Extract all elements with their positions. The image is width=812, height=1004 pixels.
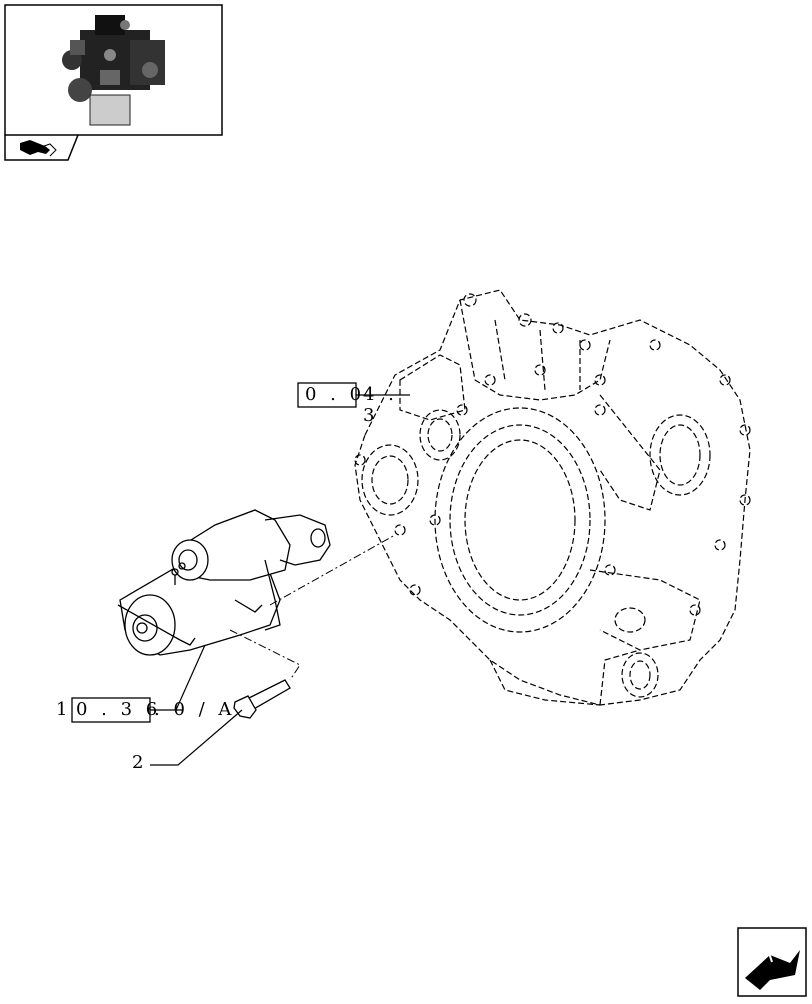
- leader-lines: [150, 394, 410, 766]
- item-2-label: 2: [132, 752, 144, 773]
- engine-thumbnail-frame: [4, 4, 223, 161]
- ref-box-0-04: [297, 382, 357, 408]
- ref-0-04-boxed[interactable]: 0 . 0: [305, 384, 366, 405]
- callout-item-2: 2: [132, 752, 152, 776]
- bolt-part: [233, 679, 291, 719]
- alignment-lines: [229, 534, 396, 681]
- hand-pointer-icon[interactable]: [20, 140, 57, 157]
- starter-motor: [117, 509, 331, 656]
- callout-0-04-3: 0 . 0 4 . 3: [303, 383, 423, 426]
- ref-10-36-prefix: 1: [56, 699, 68, 720]
- engine-thumbnail-icon: [62, 15, 165, 126]
- ref-10-36-boxed[interactable]: 0 . 3 6: [76, 699, 162, 720]
- ref-10-36-suffix: . 0 / A: [154, 699, 236, 720]
- callout-10-36-0-a: 1 0 . 3 6 . 0 / A: [56, 698, 236, 722]
- ref-box-10-36: [71, 697, 151, 723]
- ref-0-04-suffix: 4 . 3: [363, 384, 398, 426]
- next-page-arrow-icon[interactable]: [737, 927, 807, 997]
- flywheel-housing: [354, 289, 751, 706]
